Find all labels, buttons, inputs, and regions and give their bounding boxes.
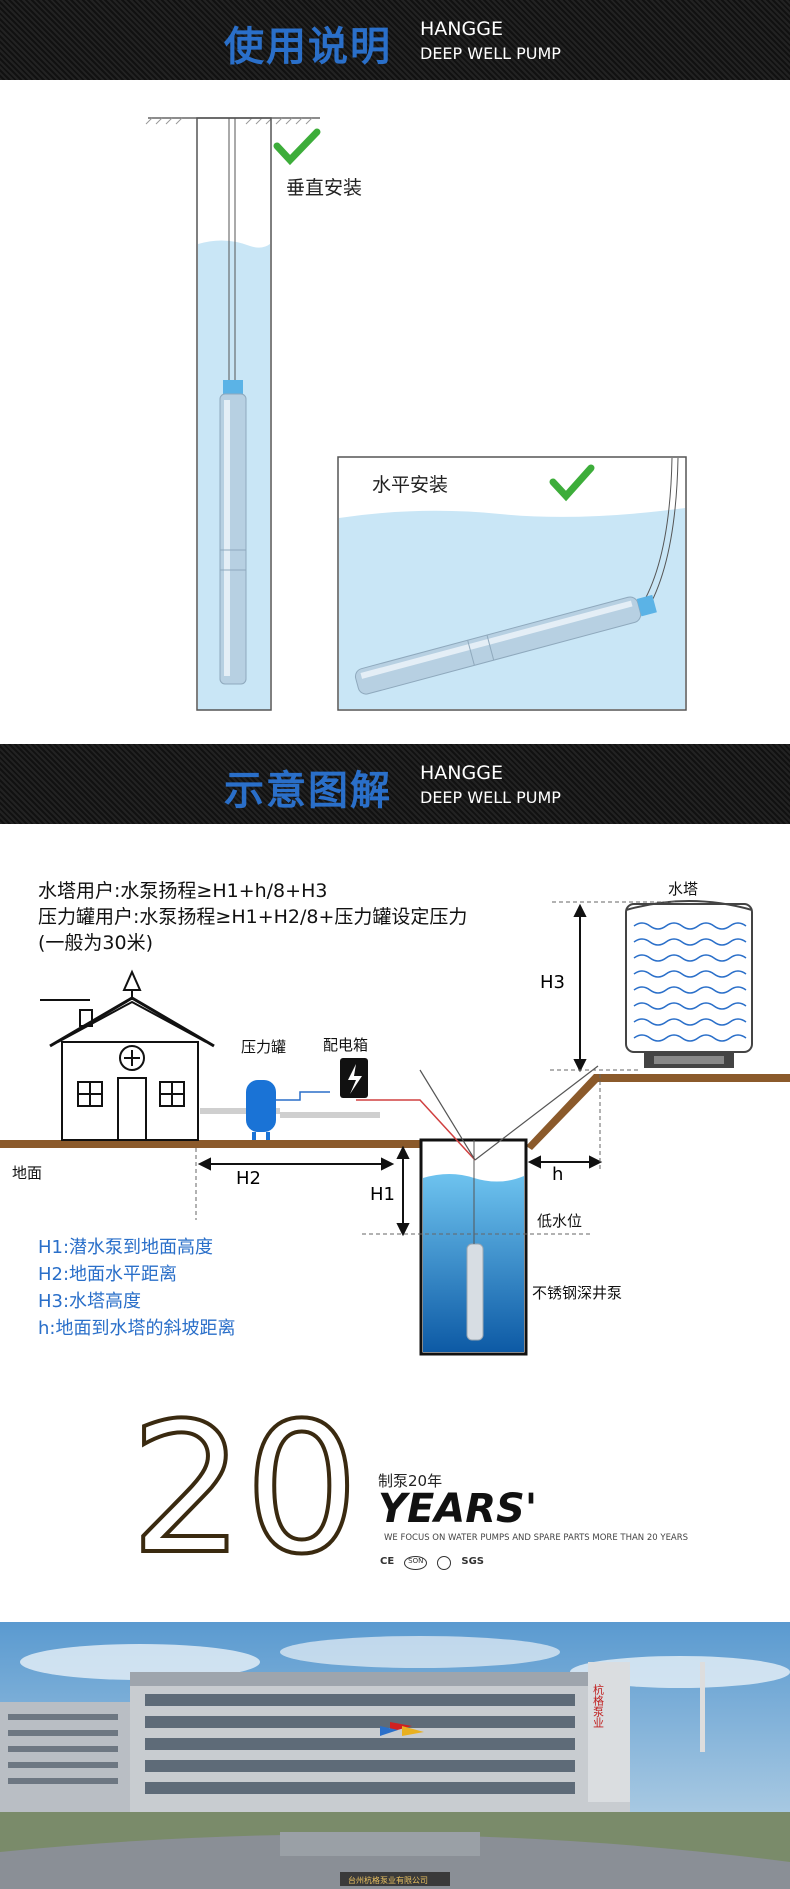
label-pump: 不锈钢深井泵 — [532, 1284, 623, 1302]
water-tower-icon — [625, 900, 753, 1068]
check-icon-horizontal — [549, 464, 595, 502]
facade-sign: 杭格泵业 — [592, 1683, 605, 1728]
label-pressure-tank: 压力罐 — [241, 1038, 287, 1056]
factory-building-photo: 杭格泵业 台州杭格泵业有限公司 — [0, 1622, 790, 1889]
header-banner-diagram: 示意图解 HANGGE DEEP WELL PUMP — [0, 744, 790, 824]
cert-son-logo: SON — [404, 1556, 428, 1570]
label-water-tower: 水塔 — [668, 880, 699, 898]
gate-sign: 台州杭格泵业有限公司 — [348, 1875, 428, 1885]
legend-item-h: h:地面到水塔的斜坡距离 — [38, 1318, 236, 1339]
formula-block: 水塔用户:水泵扬程≥H1+h/8+H3 压力罐用户:水泵扬程≥H1+H2/8+压… — [38, 878, 467, 956]
legend-list: H1:潜水泵到地面高度 H2:地面水平距离 H3:水塔高度 h:地面到水塔的斜坡… — [38, 1234, 235, 1342]
vertical-well-casing — [196, 117, 272, 711]
years-cn-label: 制泵20年 — [378, 1472, 443, 1490]
header-banner-usage: 使用说明 HANGGE DEEP WELL PUMP — [0, 0, 790, 80]
formula-line-note: (一般为30米) — [38, 932, 154, 954]
label-low-water: 低水位 — [537, 1212, 583, 1230]
label-control-box: 配电箱 — [323, 1036, 369, 1054]
cert-sgs-logo: SGS — [461, 1556, 484, 1567]
ground-slope — [526, 1074, 790, 1150]
brand-name: HANGGE — [420, 18, 503, 40]
legend-item-h3: H3:水塔高度 — [38, 1291, 142, 1312]
well-pump — [466, 1243, 484, 1341]
check-icon-vertical — [273, 128, 321, 166]
house-icon — [40, 969, 215, 1141]
horizontal-install-label: 水平安装 — [372, 474, 449, 496]
cert-logos: CE SON SGS — [380, 1556, 484, 1570]
label-h2: H2 — [236, 1168, 261, 1189]
legend-item-h1: H1:潜水泵到地面高度 — [38, 1237, 214, 1258]
years-title: YEARS' — [378, 1486, 538, 1532]
section-title-diagram: 示意图解 — [224, 768, 392, 814]
brand-product: DEEP WELL PUMP — [420, 44, 561, 63]
brand-name: HANGGE — [420, 762, 503, 784]
label-h3: H3 — [540, 972, 565, 993]
section-title-usage: 使用说明 — [224, 24, 392, 70]
formula-line-tower: 水塔用户:水泵扬程≥H1+h/8+H3 — [38, 880, 328, 902]
brand-product: DEEP WELL PUMP — [420, 788, 561, 807]
formula-line-tank: 压力罐用户:水泵扬程≥H1+H2/8+压力罐设定压力 — [38, 906, 468, 928]
ground-left — [0, 1140, 421, 1148]
years-subtitle: WE FOCUS ON WATER PUMPS AND SPARE PARTS … — [384, 1533, 689, 1543]
horizontal-pump — [354, 594, 657, 695]
label-h1: H1 — [370, 1184, 395, 1205]
cert-ce-logo: CE — [380, 1556, 395, 1567]
installation-illustration — [145, 117, 687, 711]
legend-item-h2: H2:地面水平距离 — [38, 1264, 178, 1285]
vertical-install-label: 垂直安装 — [286, 177, 363, 199]
pressure-tank-icon — [246, 1080, 276, 1132]
years-number: 20 — [128, 1385, 361, 1594]
label-h: h — [552, 1164, 564, 1185]
cert-circle-logo — [437, 1556, 452, 1570]
label-ground: 地面 — [12, 1164, 43, 1182]
